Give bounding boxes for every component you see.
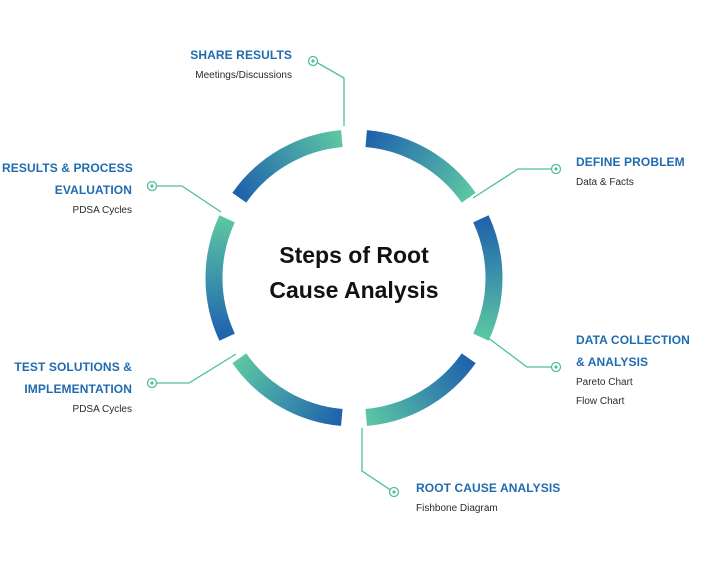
title-line-2: Cause Analysis [269,277,439,303]
connector-dot-center [392,490,396,494]
step-test-solutions: TEST SOLUTIONS & IMPLEMENTATION PDSA Cyc… [2,356,132,419]
ring-segment-data-collection [365,353,476,426]
step-results-evaluation: RESULTS & PROCESS EVALUATION PDSA Cycles [2,157,133,220]
step-detail: PDSA Cycles [72,205,132,216]
step-detail: Data & Facts [576,177,634,188]
step-title: RESULTS & PROCESS [2,161,133,175]
connector-line-share-results [315,61,345,126]
step-detail: Fishbone Diagram [416,503,498,514]
ring-segment-share-results [365,130,476,203]
connector-line-test-solutions [156,353,237,384]
step-title: TEST SOLUTIONS & [14,360,132,374]
connector-dot-center [311,59,315,63]
step-title: SHARE RESULTS [190,48,292,62]
step-title: IMPLEMENTATION [24,382,132,396]
step-root-cause-analysis: ROOT CAUSE ANALYSIS Fishbone Diagram [416,477,576,518]
connector-dot-center [554,365,558,369]
step-title: ROOT CAUSE ANALYSIS [416,481,561,495]
ring-segment-test-solutions [205,215,235,341]
ring-segment-results-evaluation [232,130,343,203]
step-title: & ANALYSIS [576,355,649,369]
step-detail: Pareto Chart [576,377,633,388]
step-detail: PDSA Cycles [72,404,132,415]
connector-line-data-collection [486,336,552,368]
step-data-collection: DATA COLLECTION & ANALYSIS Pareto Chart … [576,329,706,411]
connector-line-root-cause-analysis [361,428,393,492]
step-title: DEFINE PROBLEM [576,155,685,169]
connector-line-define-problem [472,168,552,199]
step-detail: Flow Chart [576,396,625,407]
step-title: EVALUATION [54,183,132,197]
connector-line-results-evaluation [156,185,222,213]
connector-dot-center [150,184,154,188]
title-line-1: Steps of Root [279,242,429,268]
step-title: DATA COLLECTION [576,333,690,347]
connector-dot-center [150,381,154,385]
connector-dot-center [554,167,558,171]
ring-segment-define-problem [473,215,503,341]
step-share-results: SHARE RESULTS Meetings/Discussions [150,44,292,85]
diagram-title: Steps of Root Cause Analysis [224,238,484,308]
step-detail: Meetings/Discussions [195,70,292,81]
step-define-problem: DEFINE PROBLEM Data & Facts [576,151,706,192]
ring-segment-root-cause-analysis [232,353,343,426]
